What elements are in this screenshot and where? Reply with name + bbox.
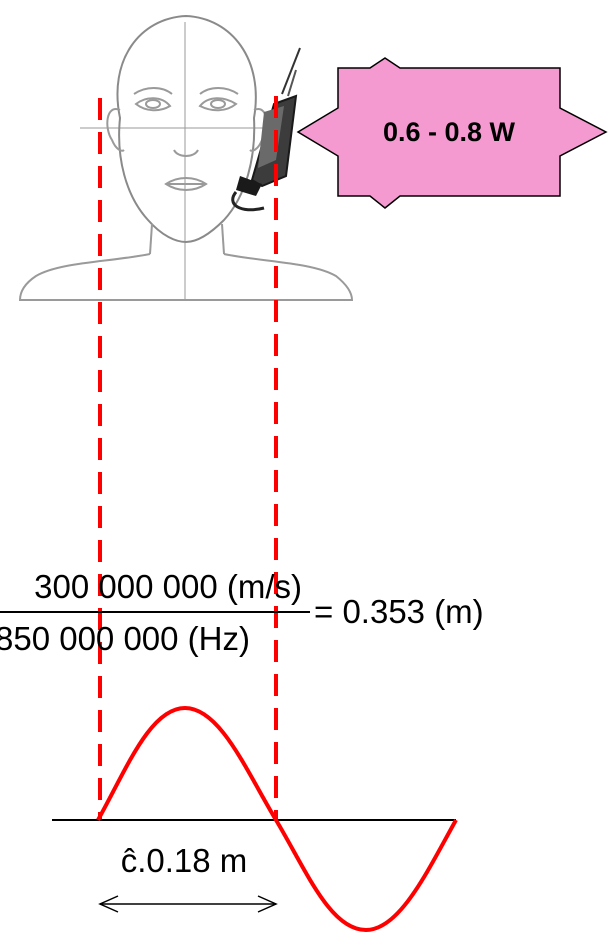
half-wavelength-label: ĉ.0.18 m bbox=[121, 842, 248, 879]
wavelength-formula: 300 000 000 (m/s) 850 000 000 (Hz) = 0.3… bbox=[0, 568, 484, 657]
formula-numerator: 300 000 000 (m/s) bbox=[34, 568, 302, 605]
power-badge: 0.6 - 0.8 W bbox=[296, 57, 608, 209]
sine-wave bbox=[52, 705, 458, 932]
half-wavelength-arrow bbox=[98, 895, 278, 913]
power-label: 0.6 - 0.8 W bbox=[383, 117, 516, 147]
formula-denominator: 850 000 000 (Hz) bbox=[0, 620, 250, 657]
wave-curve bbox=[96, 705, 458, 932]
mobile-phone-icon bbox=[231, 47, 301, 212]
formula-result: = 0.353 (m) bbox=[314, 593, 484, 630]
head-illustration bbox=[18, 14, 354, 301]
